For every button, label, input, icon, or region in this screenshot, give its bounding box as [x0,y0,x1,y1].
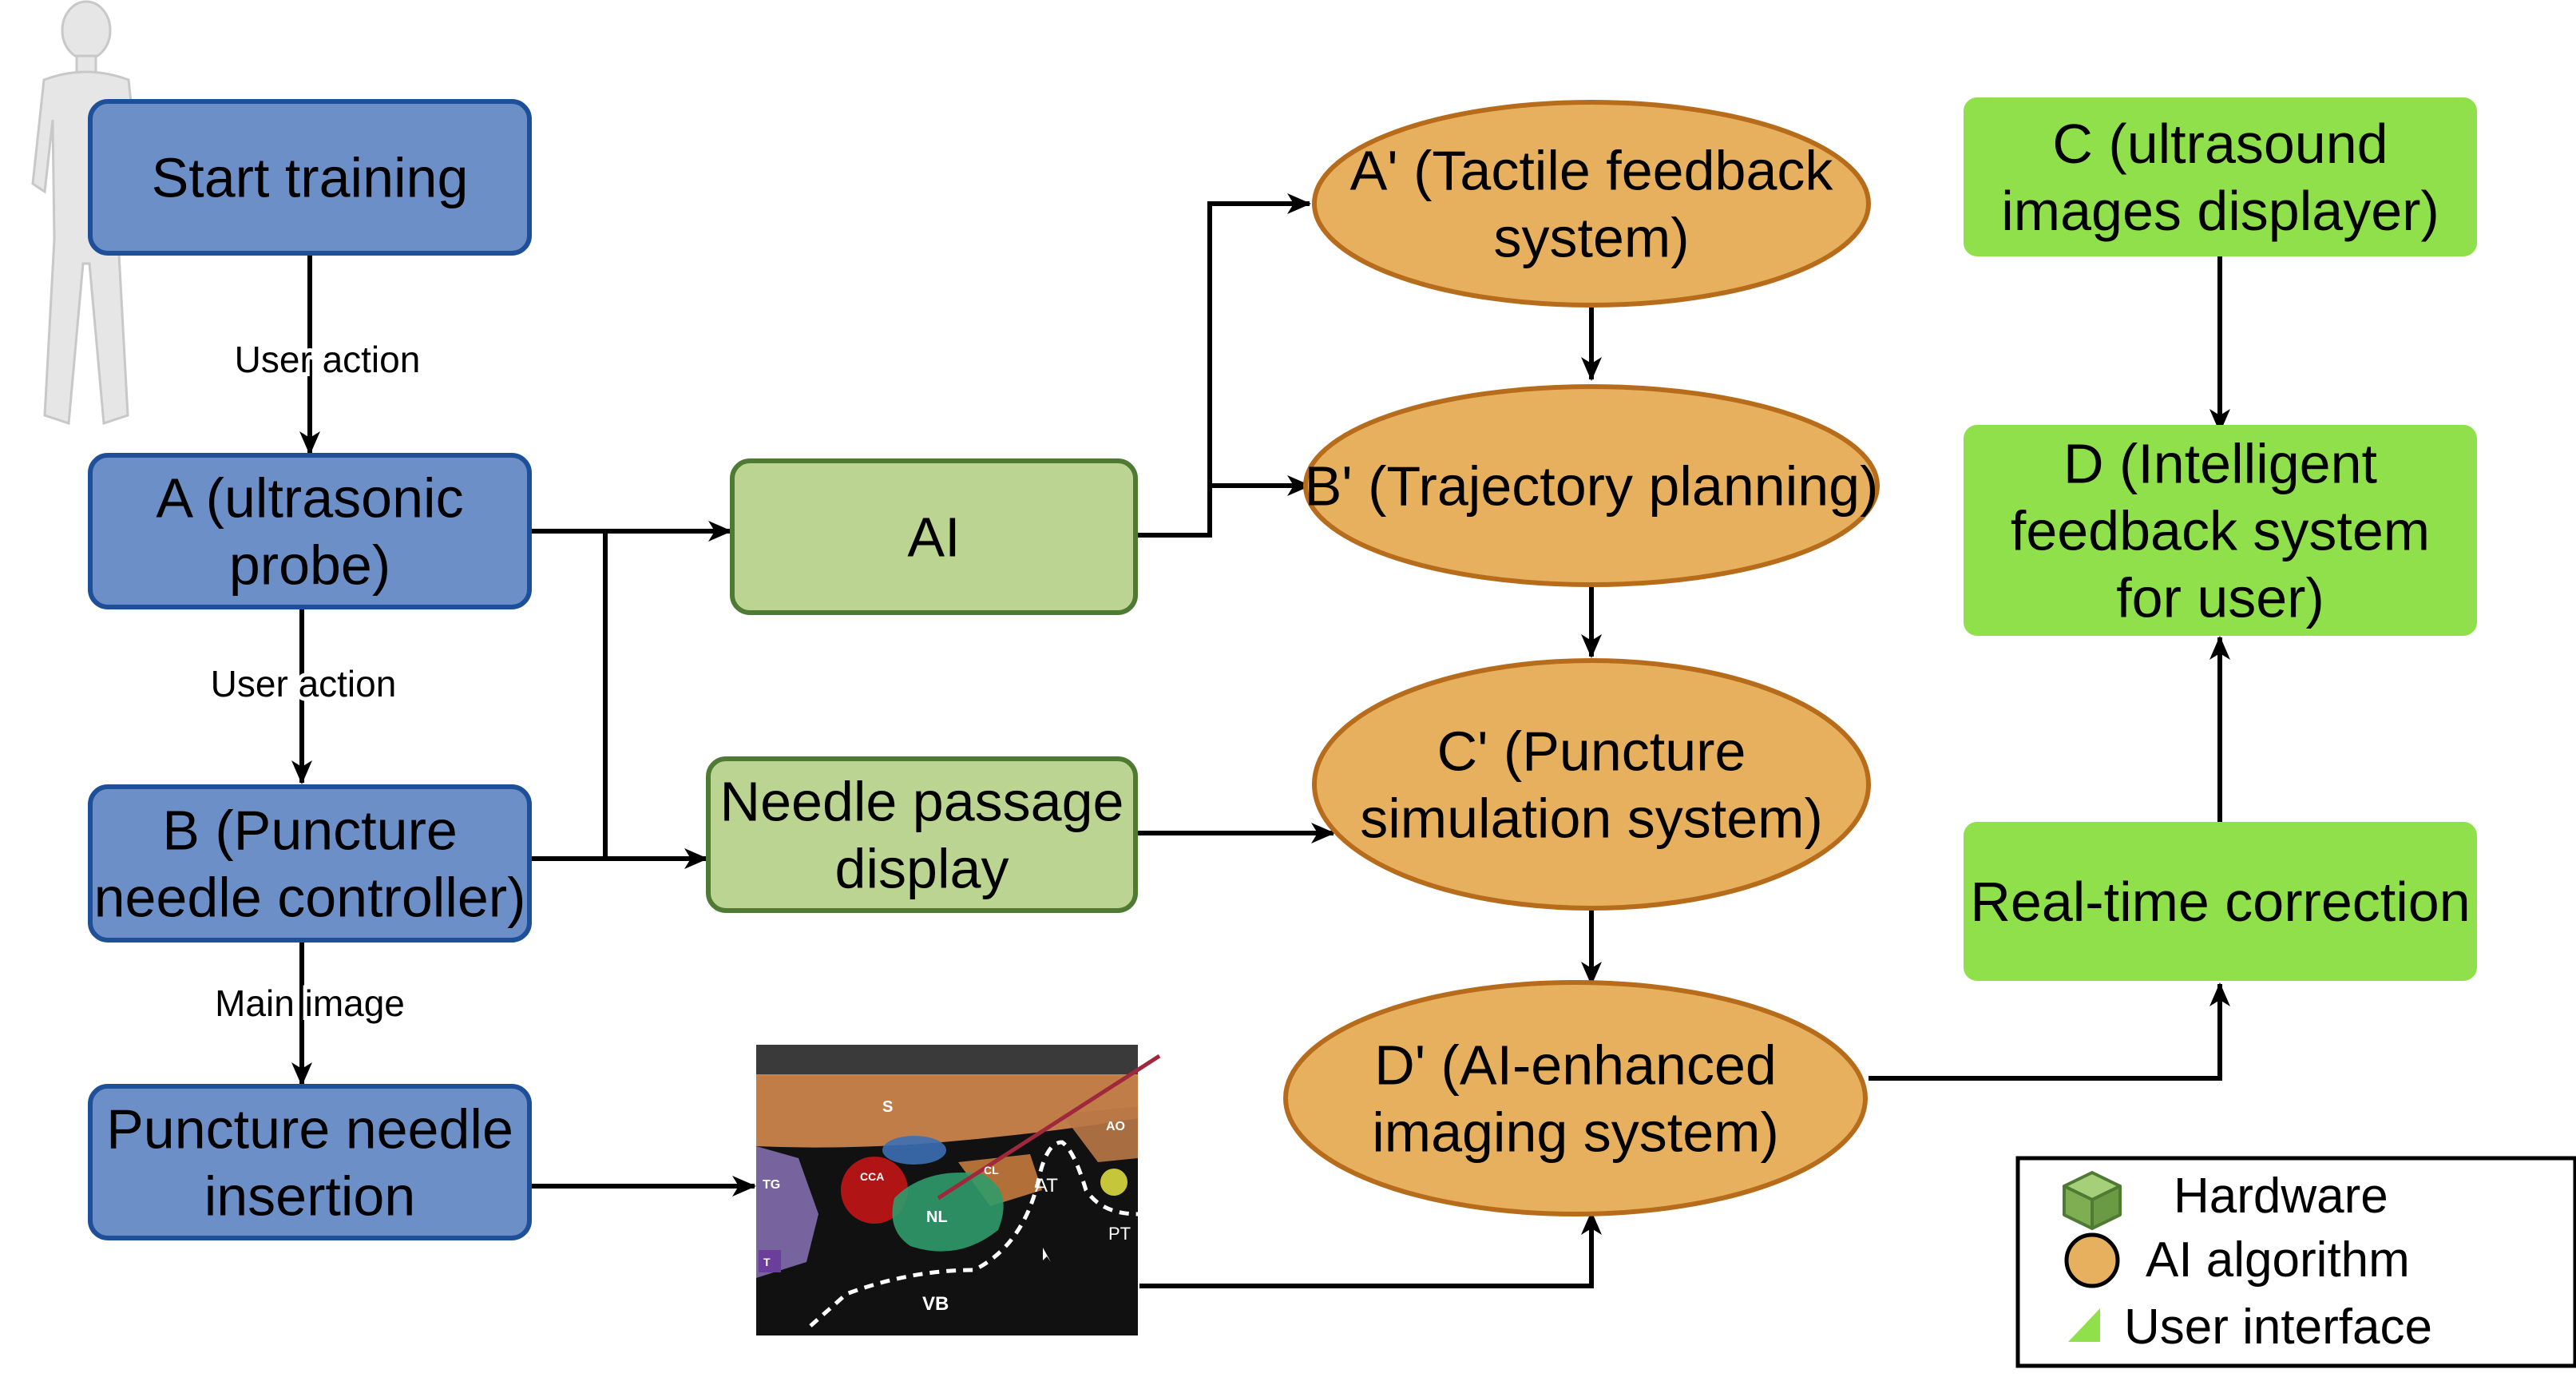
ai-imaging-ellipse-label: D' (AI-enhanced [1374,1034,1777,1097]
us-label-cl: CL [984,1164,999,1177]
needle-controller-box-label: needle controller) [94,867,526,929]
us-label-ao: AO [1106,1120,1125,1133]
green-triangle-icon [2068,1308,2100,1342]
us-label-cca: CCA [860,1170,884,1183]
needle-passage-box-label: display [835,838,1009,900]
legend-ui-label: User interface [2124,1300,2432,1355]
needle-controller-box-label: B (Puncture [162,800,458,862]
ai-box-label: AI [907,506,960,569]
ultrasound-displayer-box-shape [1964,97,2477,256]
needle-insertion-box-label: Puncture needle [106,1098,513,1161]
us-label-at: AT [1035,1175,1058,1197]
needle-insertion-box-label: insertion [204,1165,416,1228]
green-cube-icon [2063,1171,2122,1230]
ultrasound-image: S AO TG CCA CL AT NL PT T VB [756,1045,1161,1335]
needle-passage-box-shape [706,756,1138,913]
us-label-s: S [882,1098,893,1116]
legend-hardware-label: Hardware [2174,1169,2388,1224]
puncture-simulation-ellipse-label: simulation system) [1360,788,1823,850]
legend: Hardware AI algorithm User interface [2015,1156,2576,1368]
label-probe-to-controller: User action [211,663,397,704]
intelligent-feedback-box-label: D (Intelligent [2063,433,2377,495]
realtime-correction-box: Real-time correction [1964,822,2477,981]
edge-imaging-to-correction [1869,982,2230,1081]
us-label-tg: TG [763,1178,780,1192]
us-label-t: T [763,1256,771,1268]
start-training-box-label: Start training [152,147,469,209]
tactile-feedback-ellipse-label: system) [1494,207,1690,269]
label-start-to-probe: User action [235,339,421,380]
edge-image-to-imaging [1139,1211,1602,1288]
us-label-vb: VB [922,1293,949,1315]
intelligent-feedback-box-label: for user) [2116,567,2324,629]
trajectory-planning-ellipse-label: B' (Trajectory planning) [1305,455,1879,518]
us-label-nl: NL [926,1208,948,1226]
trajectory-planning-ellipse: B' (Trajectory planning) [1303,384,1880,587]
ai-imaging-ellipse-shape [1283,980,1868,1216]
intelligent-feedback-box-shape [1964,425,2477,636]
puncture-simulation-ellipse-label: C' (Puncture [1437,720,1746,783]
edge-labels: User action User action Main image [207,335,425,1028]
intelligent-feedback-box-label: feedback system [2011,500,2430,562]
probe-box-shape [88,453,532,609]
orange-circle-icon [2064,1232,2120,1288]
needle-passage-box-label: Needle passage [720,771,1124,833]
ai-box-shape [730,458,1138,615]
probe-box-label: A (ultrasonic [156,467,463,530]
needle-controller-box-shape [88,784,532,943]
tactile-feedback-ellipse-label: A' (Tactile feedback [1350,140,1834,202]
label-controller-to-insertion: Main image [215,982,405,1024]
realtime-correction-box-label: Real-time correction [1970,871,2470,933]
probe-box-label: probe) [229,534,390,597]
legend-ai-label: AI algorithm [2146,1232,2410,1288]
puncture-simulation-ellipse-shape [1312,658,1871,911]
us-label-pt: PT [1108,1224,1131,1244]
cursor-icon [1043,1248,1051,1262]
ai-imaging-ellipse-label: imaging system) [1372,1101,1779,1164]
ai-box: AI [730,458,1138,615]
realtime-correction-box-shape [1964,822,2477,981]
edge-ai-to-tactile [1135,193,1311,538]
ultrasound-displayer-box-label: images displayer) [2001,180,2439,242]
start-training-box: Start training [88,99,532,256]
tactile-feedback-ellipse-shape [1312,100,1871,308]
ultrasound-displayer-box-label: C (ultrasound [2052,113,2388,175]
needle-insertion-box-shape [88,1084,532,1240]
edges [291,193,2230,1288]
trajectory-planning-ellipse-shape [1303,384,1880,587]
start-training-box-shape [88,99,532,256]
